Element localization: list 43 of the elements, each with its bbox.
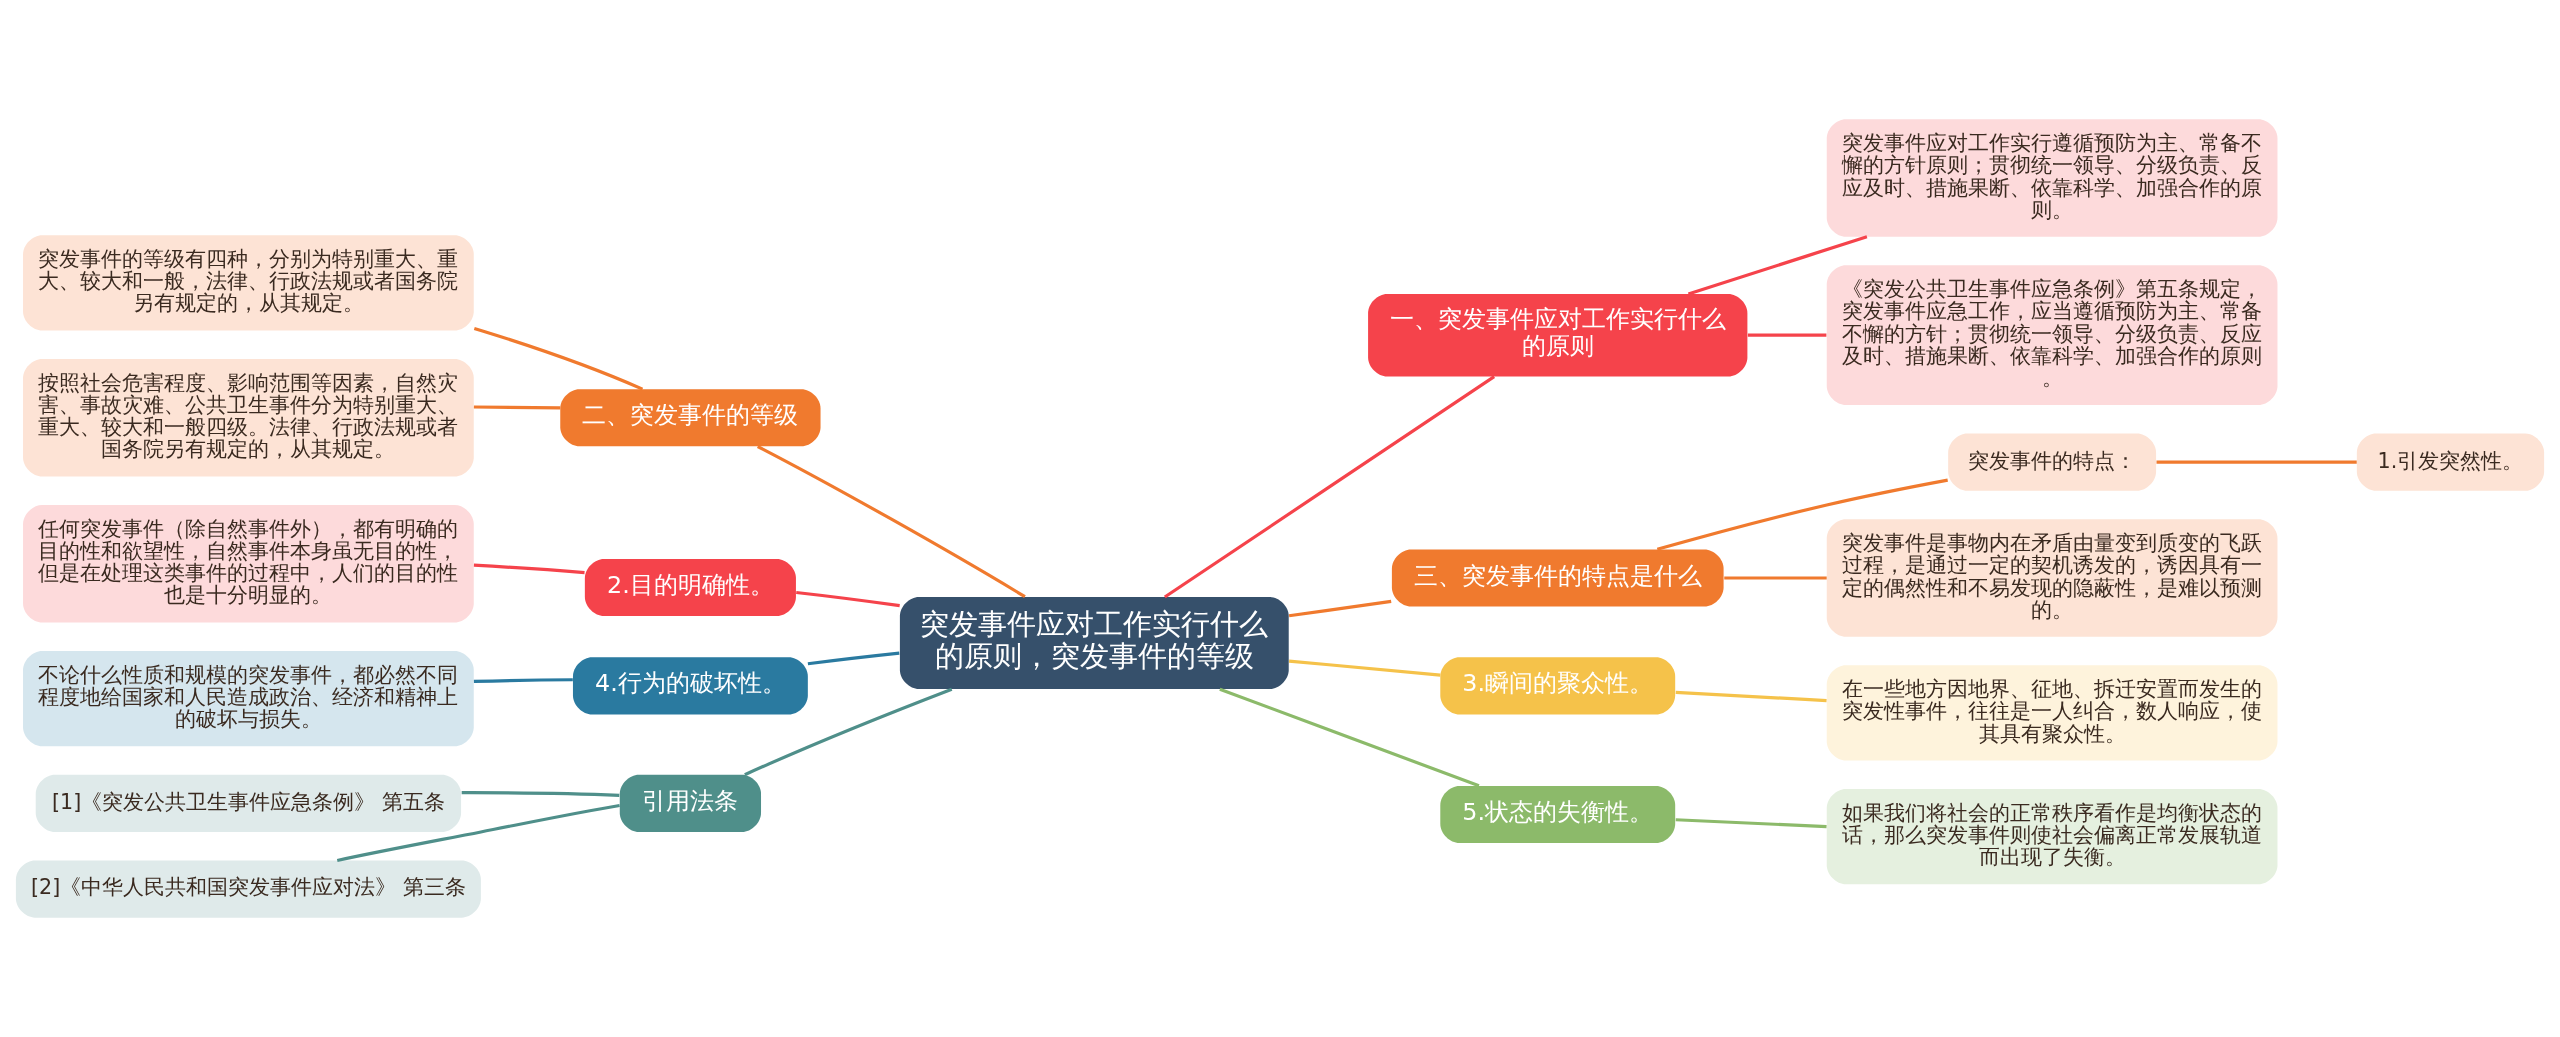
- node-box: 一、突发事件应对工作实行什么的原则: [1368, 293, 1748, 377]
- node-box: 2.目的明确性。: [584, 558, 796, 617]
- node-box: 二、突发事件的等级: [560, 389, 821, 447]
- connector: [756, 445, 1026, 599]
- node-box: 1.引发突然性。: [2356, 433, 2545, 491]
- node-box: 《突发公共卫生事件应急条例》第五条规定，突发事件应急工作，应当遵循预防为主、常备不懈的方针；贯彻统一领导、分级负责、反应及时、措施果断、依靠科学、加强合作的原则。: [1826, 265, 2278, 405]
- node-box: 不论什么性质和规模的突发事件，都必然不同程度地给国家和人民造成政治、经济和精神上的破坏与损失。: [23, 651, 474, 747]
- node-box: 如果我们将社会的正常秩序看作是均衡状态的话，那么突发事件则使社会偏离正常发展轨道而出现了失衡。: [1826, 789, 2278, 885]
- node-box: 4.行为的破坏性。: [572, 657, 808, 715]
- connector: [1747, 333, 1827, 337]
- node-box: 任何突发事件（除自然事件外），都有明确的目的性和欲望性，自然事件本身虽无目的性，但是在处理这类事件的过程中，人们的目的性也是十分明显的。: [23, 505, 474, 623]
- connector: [1288, 659, 1441, 677]
- connector: [461, 791, 620, 797]
- node-box: 5.状态的失衡性。: [1440, 785, 1676, 844]
- node-box: 三、突发事件的特点是什么: [1391, 549, 1724, 607]
- connector: [336, 803, 620, 862]
- connector: [796, 590, 900, 608]
- connector: [1656, 478, 1948, 551]
- connector: [473, 678, 573, 684]
- node-box: 突发事件的特点：: [1948, 433, 2157, 491]
- connector: [1724, 576, 1827, 580]
- connector: [744, 687, 953, 777]
- node-box: 3.瞬间的聚众性。: [1440, 657, 1676, 715]
- connector: [1687, 235, 1868, 296]
- node-box: 按照社会危害程度、影响范围等因素，自然灾害、事故灾难、公共卫生事件分为特别重大、重大、较大和一般四级。法律、行政法规或者国务院另有规定的，从其规定。: [23, 359, 474, 477]
- connector: [473, 326, 644, 391]
- connector: [807, 651, 900, 666]
- node-box: 在一些地方因地界、征地、拆迁安置而发生的突发性事件，往往是一人纠合，数人响应，使其具有聚众性。: [1826, 665, 2278, 761]
- connector: [1675, 690, 1827, 703]
- node-box: [2]《中华人民共和国突发事件应对法》 第三条: [15, 860, 481, 918]
- connector: [473, 405, 561, 410]
- connector: [473, 563, 585, 575]
- node-box: 引用法条: [619, 774, 761, 832]
- connector: [1219, 687, 1480, 788]
- node-box: 突发事件是事物内在矛盾由量变到质变的飞跃过程，是通过一定的契机诱发的，诱因具有一定的偶然性和不易发现的隐蔽性，是难以预测的。: [1826, 519, 2278, 637]
- node-box: 突发事件的等级有四种，分别为特别重大、重大、较大和一般，法律、行政法规或者国务院另有规定的，从其规定。: [23, 235, 474, 331]
- connector: [1163, 375, 1496, 599]
- node-box: 突发事件应对工作实行遵循预防为主、常备不懈的方针原则；贯彻统一领导、分级负责、反应及时、措施果断、依靠科学、加强合作的原则。: [1826, 119, 2278, 237]
- connector: [1288, 599, 1392, 618]
- node-box: [1]《突发公共卫生事件应急条例》 第五条: [35, 774, 462, 832]
- connector: [2156, 460, 2357, 464]
- connector: [1675, 818, 1827, 829]
- node-box: 突发事件应对工作实行什么的原则，突发事件的等级: [899, 597, 1289, 690]
